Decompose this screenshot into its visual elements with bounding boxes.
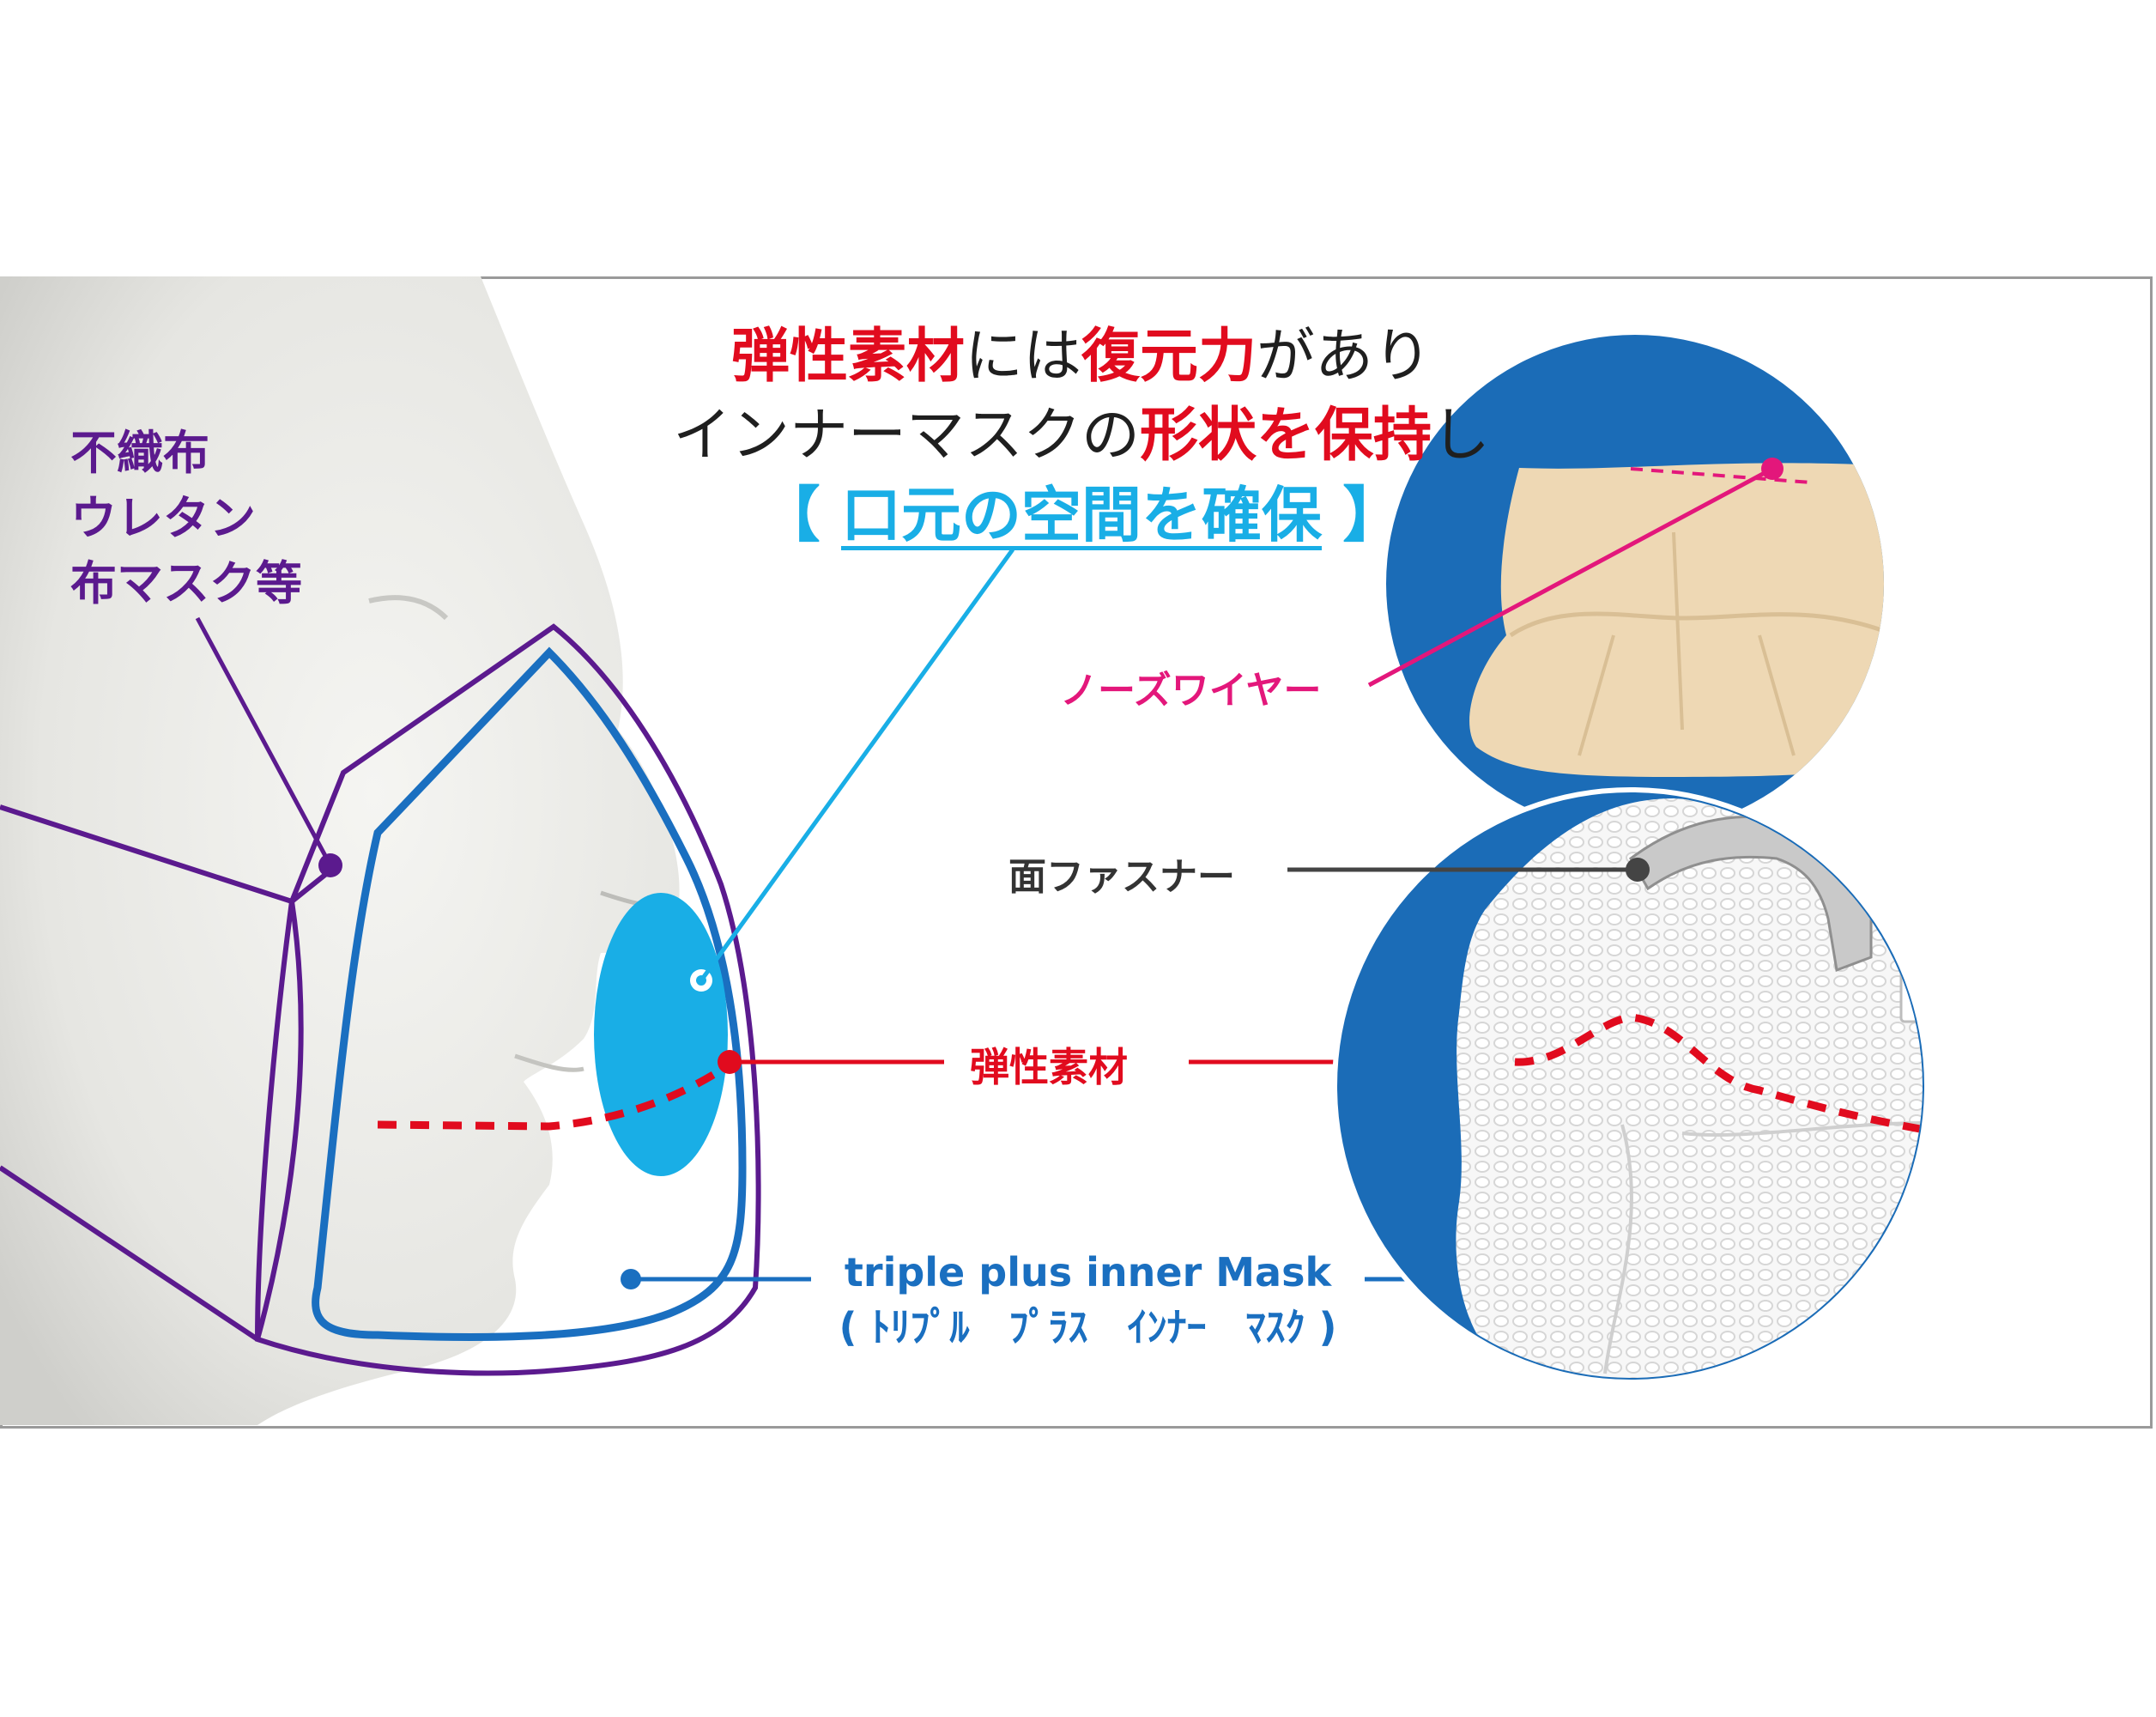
mouth-space-ellipse [594, 893, 728, 1176]
inner-mask-outline [312, 646, 747, 1341]
headline: 弾性素材には復元力があり インナーマスクの形状を保持し 【 口元の空間を確保 】 [524, 318, 1639, 555]
fastener-label: 面ファスナー [1008, 855, 1235, 899]
headline-text: には [964, 323, 1081, 391]
headline-mouth-space: 口元の空間を確保 [841, 480, 1322, 550]
headline-line-1: 弾性素材には復元力があり [524, 318, 1639, 397]
mannequin-head [0, 276, 680, 1425]
fsg-logo: FSG [1911, 956, 1941, 973]
product-name-label: triple plus inner Mask ( ﾄﾘﾌﾟﾙ ﾌﾟﾗｽ ｲﾝﾅｰ… [824, 1245, 1352, 1355]
headline-text: し [1432, 402, 1491, 470]
headline-shape-term: 形状を保持 [1139, 402, 1432, 470]
headline-text: があり [1257, 323, 1432, 391]
mesh-mask [1456, 798, 1923, 1378]
outer-mask-outline [254, 623, 761, 1376]
outer-mask-label-line: ウレタン [70, 491, 256, 545]
headline-recovery-term: 復元力 [1081, 323, 1257, 391]
beige-mask [1469, 463, 1884, 777]
bracket-close: 】 [1322, 480, 1403, 550]
bracket-open: 【 [760, 480, 841, 550]
elastic-label: 弾性素材 [970, 1044, 1128, 1090]
outer-mask-label-line: 布マスク等 [70, 556, 302, 610]
headline-elastic-term: 弾性素材 [730, 323, 965, 391]
product-name-en: triple plus inner Mask [844, 1249, 1332, 1295]
headline-line-2: インナーマスクの形状を保持し [524, 397, 1639, 476]
headline-text: インナーマスクの [672, 402, 1140, 470]
outer-mask-label: 不織布 ウレタン 布マスク等 [70, 421, 302, 616]
headline-line-3: 【 口元の空間を確保 】 [524, 476, 1639, 555]
nose-wire-label: ノーズワイヤー [1060, 669, 1322, 713]
outer-mask-label-line: 不織布 [70, 426, 209, 480]
product-name-ja: ( ﾄﾘﾌﾟﾙ ﾌﾟﾗｽ ｲﾝﾅｰ ﾏｽｸ ) [839, 1304, 1337, 1350]
